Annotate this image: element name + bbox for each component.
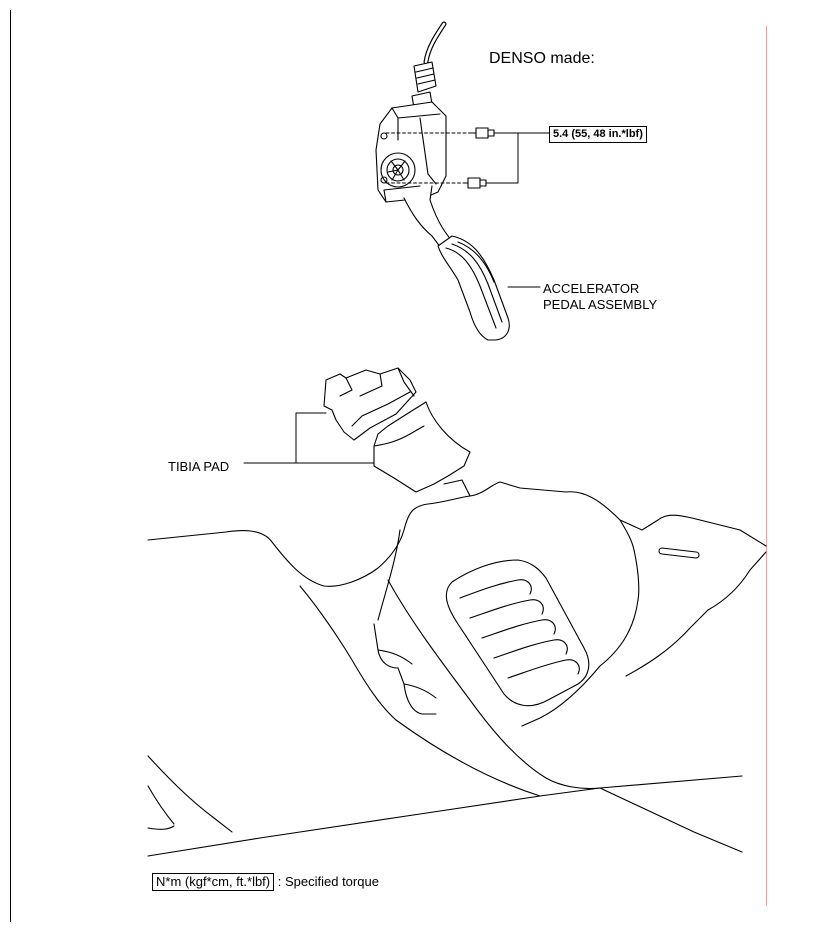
legend-description: : Specified torque [277,874,379,889]
torque-leader [485,132,550,184]
pedal-recess [387,579,743,790]
manufacturer-label: DENSO made: [489,50,595,67]
assembly-label: ACCELERATOR PEDAL ASSEMBLY [543,281,657,313]
vent-slot [658,547,700,559]
assembly-label-line1: ACCELERATOR [543,281,640,296]
floor-line-lower [147,787,601,857]
torque-spec-box: 5.4 (55, 48 in.*lbf) [549,126,647,143]
foot-rest [445,559,590,707]
tibia-pad-lower [373,401,471,493]
page-border-left [10,10,11,922]
tibia-leader [243,412,375,464]
bolt-lower [463,177,487,189]
bolt-upper [471,127,495,139]
legend-unit-box: N*m (kgf*cm, ft.*lbf) [152,873,275,891]
page-border-right [766,26,767,906]
legend: N*m (kgf*cm, ft.*lbf) : Specified torque [152,873,379,891]
connector [413,61,437,93]
floor-panel-illustration [147,479,767,857]
pedal-pad [437,235,510,341]
tibia-pad-upper [323,367,417,441]
floor-outline-upper [147,481,767,587]
accelerator-pedal-illustration [375,21,550,341]
assembly-label-line2: PEDAL ASSEMBLY [543,297,658,312]
tibia-pad-illustration [243,367,471,493]
tibia-pad-label: TIBIA PAD [168,459,230,474]
